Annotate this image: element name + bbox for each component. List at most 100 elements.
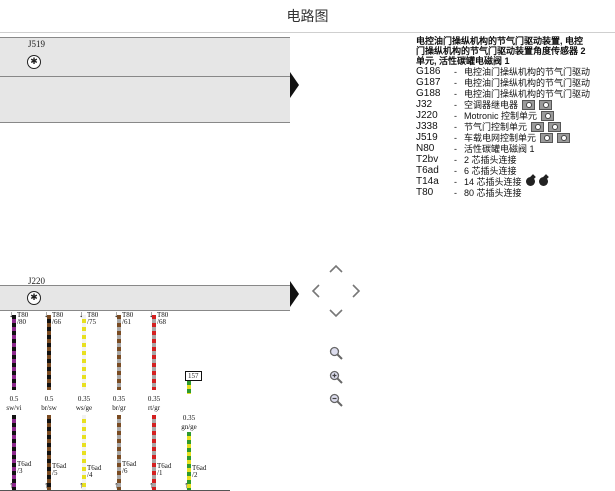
connector-arrow-icon: ↑	[79, 480, 84, 490]
camera-icon[interactable]	[522, 99, 536, 110]
module-divider	[0, 76, 290, 77]
legend-code: J519	[416, 132, 438, 143]
pan-down-button[interactable]	[328, 307, 344, 319]
legend-code: J220	[416, 110, 438, 121]
connector-arrow-icon: ↓	[149, 309, 154, 319]
wire-segment[interactable]	[47, 315, 51, 390]
wire-segment[interactable]	[187, 381, 191, 394]
camera-icon[interactable]	[539, 99, 553, 110]
wire-segment[interactable]	[152, 415, 156, 491]
wire-segment[interactable]	[187, 432, 191, 491]
connector-icon[interactable]	[538, 177, 548, 186]
pan-right-button[interactable]	[350, 283, 362, 299]
legend-item: T80-80 芯插头连接	[416, 187, 615, 198]
wire-segment[interactable]	[12, 315, 16, 390]
legend-dash: -	[454, 66, 457, 77]
camera-icon[interactable]	[540, 132, 554, 143]
legend-description: 电控油门操纵机构的节气门驱动	[464, 67, 591, 77]
wire-color-label: sw/vi	[6, 404, 22, 412]
pin-number: /4	[87, 471, 93, 479]
legend-item: J519-车载电网控制单元	[416, 132, 615, 143]
wire-size-label: 0.35	[182, 414, 196, 422]
pin-label: T80	[122, 311, 134, 319]
legend-code: T80	[416, 187, 434, 198]
zoom-fit-button[interactable]	[328, 345, 344, 361]
legend-description: 活性碳罐电磁阀 1	[464, 144, 535, 154]
module-label: J519	[28, 39, 46, 49]
legend-item: N80-活性碳罐电磁阀 1	[416, 143, 615, 154]
wire-segment[interactable]	[117, 315, 121, 390]
pan-up-button[interactable]	[328, 262, 344, 274]
wire-segment[interactable]	[152, 315, 156, 390]
legend-description: 电控油门操纵机构的节气门驱动	[464, 78, 591, 88]
wire-size-label: 0.35	[147, 395, 161, 403]
legend-code: T14a	[416, 176, 439, 187]
pin-number: /2	[192, 471, 198, 479]
wire-segment[interactable]	[117, 415, 121, 491]
legend-item: J338 -节气门控制单元	[416, 121, 615, 132]
pin-label: T80	[87, 311, 99, 319]
legend-code: J338	[416, 121, 438, 132]
legend-item: T2bv -2 芯插头连接	[416, 154, 615, 165]
legend-heading-line: 门操纵机构的节气门驱动装置角度传感器 2	[416, 46, 586, 56]
expand-arrow-j220[interactable]	[290, 281, 299, 307]
connector-icon[interactable]	[525, 177, 535, 186]
pin-number: /66	[52, 318, 61, 326]
legend-code: T2bv	[416, 154, 439, 165]
connector-arrow-icon: ↓	[44, 309, 49, 319]
legend-description: 2 芯插头连接	[464, 155, 517, 165]
legend-item: G187-电控油门操纵机构的节气门驱动	[416, 77, 615, 88]
pin-label: T6ad	[52, 462, 67, 470]
legend-description: Motronic 控制单元	[464, 111, 538, 121]
legend-dash: -	[454, 132, 457, 143]
expand-arrow-j519[interactable]	[290, 72, 299, 98]
legend-code: G186	[416, 66, 441, 77]
legend-item: J220-Motronic 控制单元	[416, 110, 615, 121]
wire-segment[interactable]	[12, 415, 16, 491]
module-j519[interactable]: J519 ✱	[0, 37, 290, 123]
wire-segment[interactable]	[47, 415, 51, 491]
pin-number: /6	[122, 467, 128, 475]
legend-dash: -	[454, 121, 457, 132]
zoom-out-button[interactable]	[328, 392, 344, 408]
camera-icon[interactable]	[531, 121, 545, 132]
pin-label: T80	[52, 311, 64, 319]
legend-code: G188	[416, 88, 441, 99]
camera-icon[interactable]	[541, 110, 555, 121]
pan-left-button[interactable]	[309, 283, 321, 299]
wire-size-label: 0.5	[44, 395, 54, 403]
pin-number: /3	[17, 467, 23, 475]
legend-panel: 电控油门操纵机构的节气门驱动装置, 电控 门操纵机构的节气门驱动装置角度传感器 …	[416, 36, 615, 256]
connector-arrow-icon: ↑	[44, 480, 49, 490]
pin-label: T6ad	[122, 460, 137, 468]
legend-heading-line: 单元, 活性碳罐电磁阀 1	[416, 56, 510, 66]
legend-dash: -	[454, 77, 457, 88]
legend-code: N80	[416, 143, 435, 154]
camera-icon[interactable]	[548, 121, 562, 132]
legend-description: 节气门控制单元	[464, 122, 528, 132]
legend-dash: -	[454, 154, 457, 165]
pin-label: T6ad	[87, 464, 102, 472]
connector-arrow-icon: ↑	[149, 480, 154, 490]
wire-segment[interactable]	[82, 315, 86, 390]
legend-description: 6 芯插头连接	[464, 166, 517, 176]
camera-icon[interactable]	[557, 132, 571, 143]
module-j220[interactable]: J220 ✱	[0, 276, 290, 311]
wire-color-label: rt/gr	[147, 404, 161, 412]
pin-number: /80	[17, 318, 26, 326]
legend-dash: -	[454, 176, 457, 187]
pin-number: /1	[157, 469, 163, 477]
zoom-in-button[interactable]	[328, 369, 344, 385]
wire-color-label: ws/ge	[75, 404, 93, 412]
connector-arrow-icon: ↓	[9, 309, 14, 319]
legend-dash: -	[454, 99, 457, 110]
legend-item: J32-空调器继电器	[416, 99, 615, 110]
wire-size-label: 0.5	[9, 395, 19, 403]
legend-description: 14 芯插头连接	[464, 177, 522, 187]
title-bar: 电路图	[0, 0, 615, 33]
wire-segment[interactable]	[82, 415, 86, 491]
legend-dash: -	[454, 88, 457, 99]
legend-item: G188-电控油门操纵机构的节气门驱动	[416, 88, 615, 99]
